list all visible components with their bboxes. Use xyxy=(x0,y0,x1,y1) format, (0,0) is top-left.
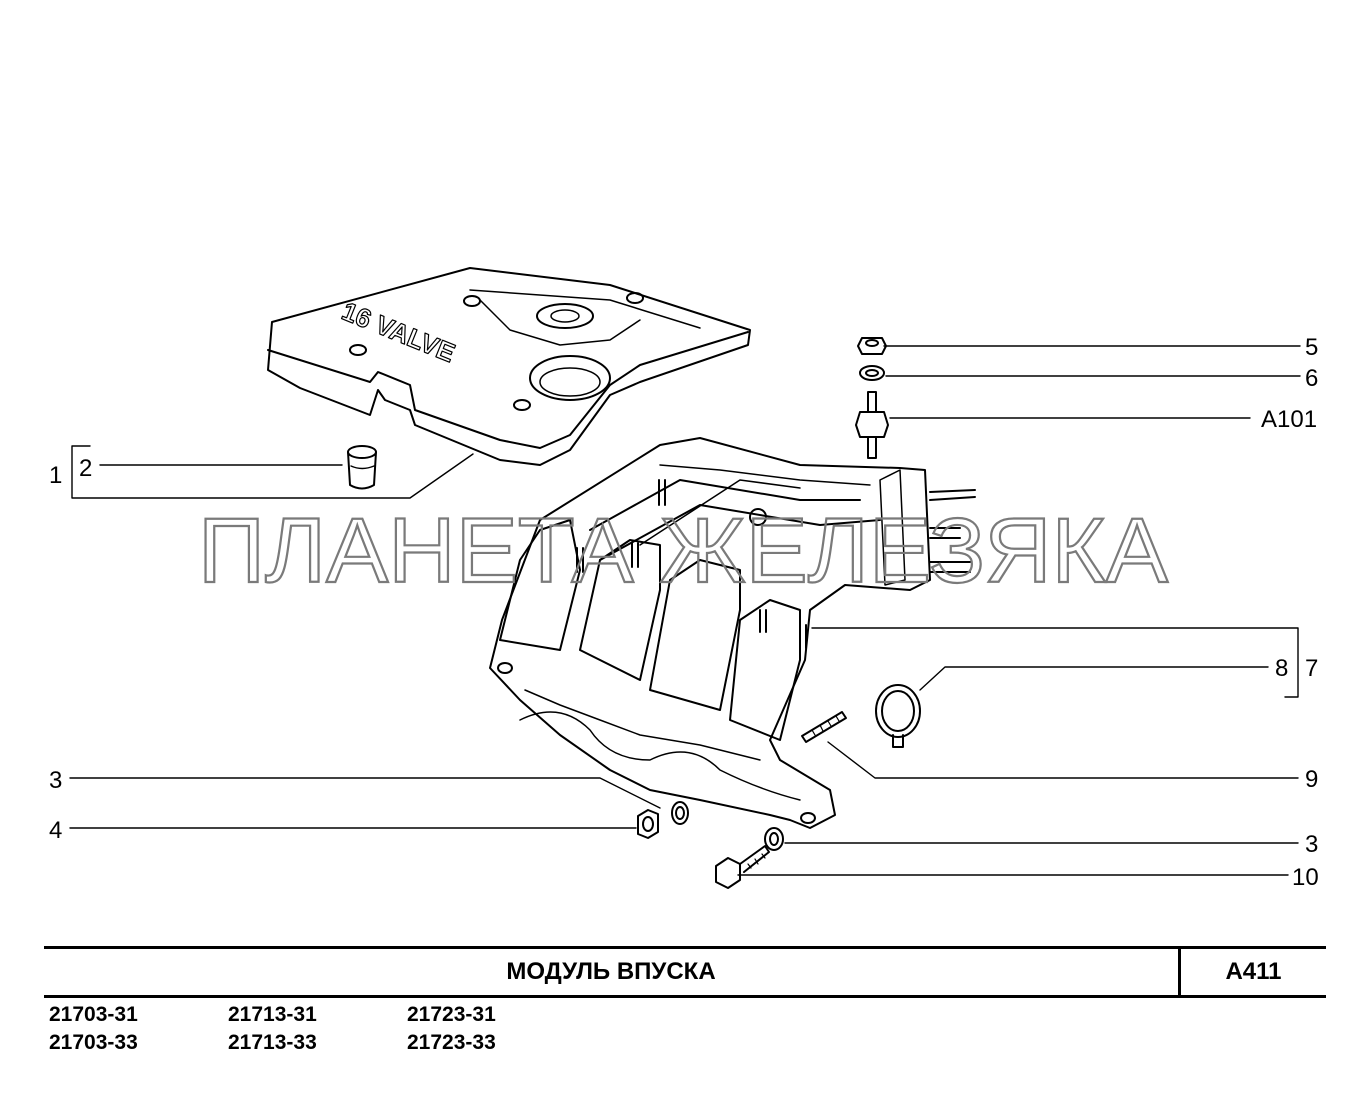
engine-cover xyxy=(267,267,751,466)
washer-part-3-left xyxy=(671,801,689,825)
gasket-part-8 xyxy=(875,684,921,748)
parts-diagram: 16 VALVE xyxy=(49,267,1319,891)
callout-3-right: 3 xyxy=(1305,831,1318,858)
callout-9: 9 xyxy=(1305,766,1318,793)
callout-8: 8 xyxy=(1275,655,1288,682)
callout-5: 5 xyxy=(1305,334,1318,361)
title-divider xyxy=(1178,949,1181,995)
callout-1: 1 xyxy=(49,462,62,489)
washer-part-6 xyxy=(859,365,885,381)
callout-3-left: 3 xyxy=(49,767,62,794)
leader-lines xyxy=(69,345,1301,876)
watermark-text: ПЛАНЕТА ЖЕЛЕЗЯКА xyxy=(198,500,1169,602)
rubber-bushing xyxy=(347,445,377,490)
nut-part-4 xyxy=(637,809,659,839)
callout-10: 10 xyxy=(1292,864,1319,891)
model-code: 21703-31 xyxy=(49,1003,138,1026)
callout-7: 7 xyxy=(1305,655,1318,682)
title-block: МОДУЛЬ ВПУСКА A411 xyxy=(44,946,1326,998)
washer-part-3-right xyxy=(764,827,784,851)
stud-a101 xyxy=(855,391,889,459)
model-code: 21723-33 xyxy=(407,1031,496,1054)
intake-manifold xyxy=(489,437,976,829)
callout-2: 2 xyxy=(79,455,92,482)
page-code: A411 xyxy=(1225,958,1282,985)
nut-part-5 xyxy=(857,337,887,355)
callout-4: 4 xyxy=(49,817,62,844)
model-code: 21723-31 xyxy=(407,1003,496,1026)
model-code: 21713-33 xyxy=(228,1031,317,1054)
cover-embossed-text: 16 VALVE xyxy=(338,296,460,368)
bolt-part-10 xyxy=(715,845,770,889)
page-title: МОДУЛЬ ВПУСКА xyxy=(506,958,716,985)
stud-part-9 xyxy=(801,711,847,743)
callout-a101: A101 xyxy=(1261,406,1317,433)
callout-6: 6 xyxy=(1305,365,1318,392)
model-code: 21703-33 xyxy=(49,1031,138,1054)
model-code: 21713-31 xyxy=(228,1003,317,1026)
